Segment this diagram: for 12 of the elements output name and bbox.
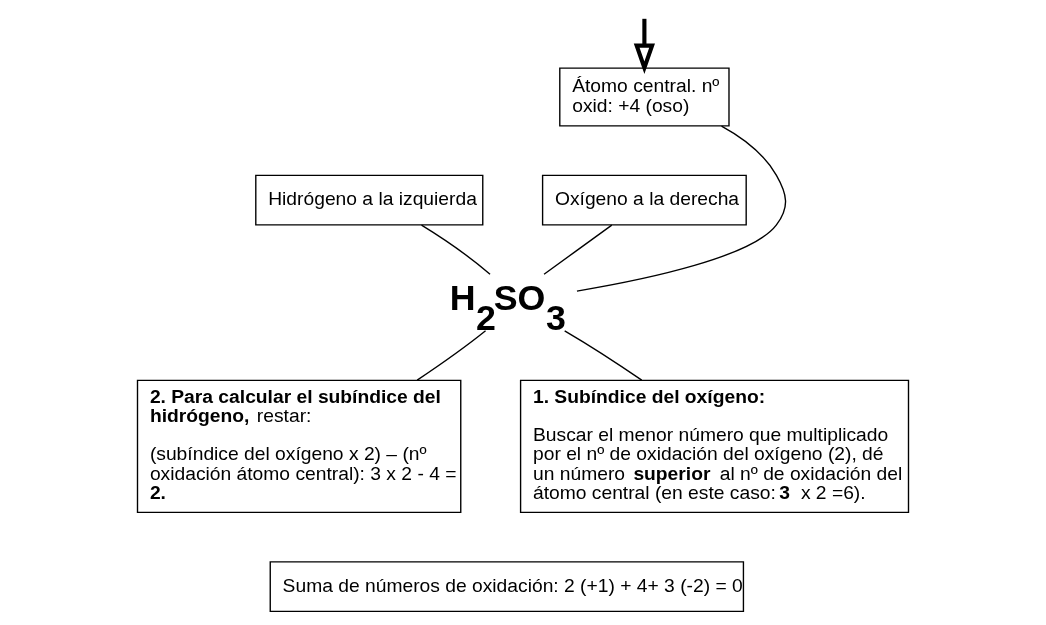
connector [563,330,643,381]
arrow [633,18,655,74]
node-box: 2. Para calcular el subíndice del hidrógeno, restar: (subíndice del oxígeno x 2) – (nº oxidación átomo central): 3 x 2 - 4 = 2. [136,379,462,514]
connector [420,224,491,275]
node-box: Suma de números de oxidación: 2 (+1) + 4+ 3 (-2) = 0 [269,561,745,613]
node-box: 1. Subíndice del oxígeno: Buscar el menor número que multiplicado por el nº de oxidación del oxígeno (2), dé un número superior al nº de oxidación del átomo central (en este caso: 3 x 2 =6). [519,379,910,514]
node-box: Hidrógeno a la izquierda [255,174,484,226]
connector [576,125,787,292]
connector [543,224,613,275]
node-box: Oxígeno a la derecha [541,174,747,226]
node-box: Átomo central. nº oxid: +4 (oso) [559,67,730,127]
connector [416,330,487,381]
